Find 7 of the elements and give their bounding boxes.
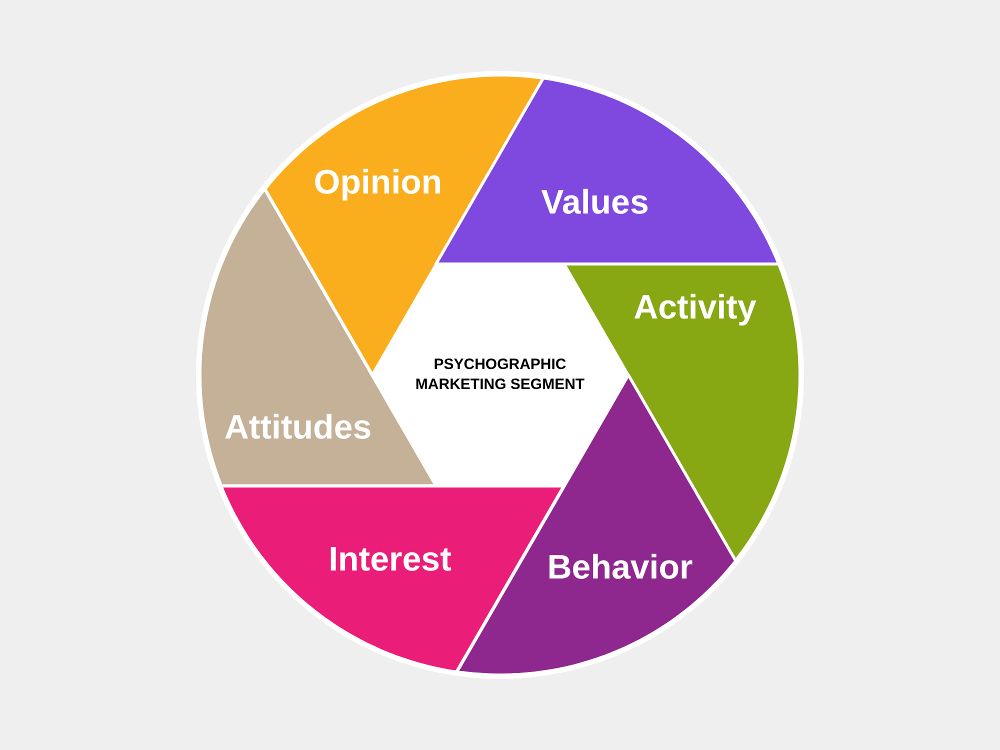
segment-label: Attitudes [224, 408, 372, 448]
segment-label: Values [541, 183, 649, 222]
center-title: PSYCHOGRAPHIC MARKETING SEGMENT [414, 354, 586, 395]
segment-label: Behavior [547, 548, 693, 588]
segment-label: Interest [328, 540, 452, 580]
segment-label: Activity [634, 288, 756, 328]
segment-label: Opinion [314, 163, 442, 202]
